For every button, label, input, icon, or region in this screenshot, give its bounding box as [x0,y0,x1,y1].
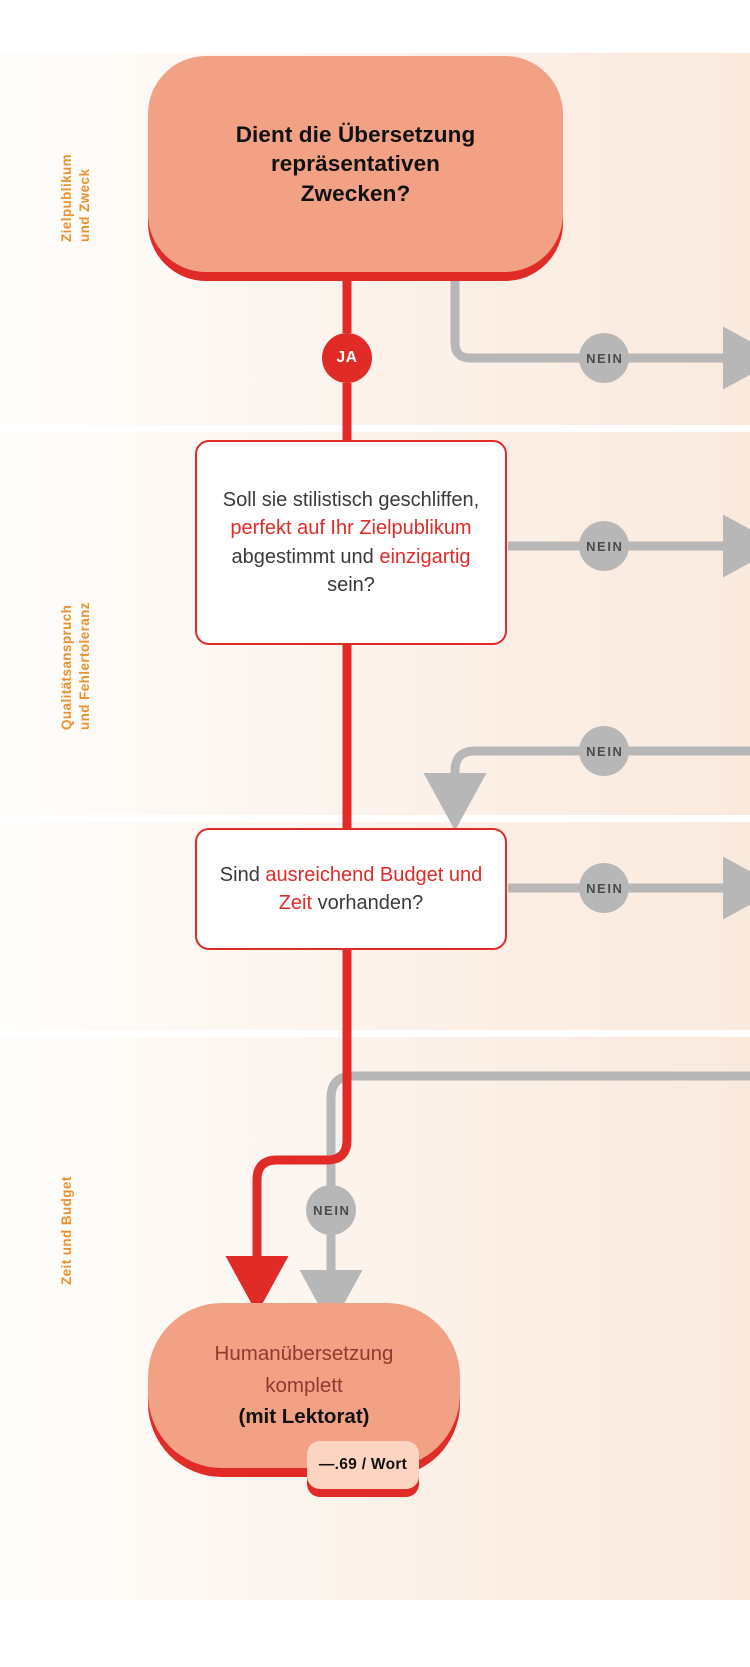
badge-no-incoming-mid[interactable]: NEIN [579,726,629,776]
badge-no-purpose[interactable]: NEIN [579,333,629,383]
result-human-translation-box[interactable]: Humanübersetzung komplett (mit Lektorat) [148,1303,460,1468]
decision-budget-box[interactable]: Sind ausreichend Budget und Zeit vorhand… [195,828,507,950]
price-per-word-value: —.69 / Wort [318,1456,408,1473]
badge-no-to-result-label: NEIN [313,1202,351,1218]
badge-no-to-result[interactable]: NEIN [306,1185,356,1235]
decision-purpose-text: Dient die Übersetzung repräsentativen Zw… [235,122,476,206]
decision-budget-text: Sind ausreichend Budget und Zeit vorhand… [219,863,483,914]
price-per-word-chip[interactable]: —.69 / Wort [307,1441,419,1489]
decision-quality-box[interactable]: Soll sie stilistisch geschliffen, perfek… [195,440,507,645]
badge-no-quality-label: NEIN [586,538,624,554]
section-label-quality: Qualitätsanspruch und Fehlertoleranz [59,602,93,730]
decision-purpose-box[interactable]: Dient die Übersetzung repräsentativen Zw… [148,56,563,272]
decision-quality-text: Soll sie stilistisch geschliffen, perfek… [222,488,480,596]
badge-no-purpose-label: NEIN [586,350,624,366]
badge-no-budget-label: NEIN [586,880,624,896]
badge-yes-purpose-label: JA [336,349,358,366]
result-human-translation-text: Humanübersetzung komplett (mit Lektorat) [214,1341,394,1429]
badge-no-budget[interactable]: NEIN [579,863,629,913]
section-label-audience: Zielpublikum und Zweck [59,153,93,242]
badge-yes-purpose[interactable]: JA [322,333,372,383]
section-label-time-budget: Zeit und Budget [59,1176,74,1285]
badge-no-incoming-mid-label: NEIN [586,743,624,759]
badge-no-quality[interactable]: NEIN [579,521,629,571]
